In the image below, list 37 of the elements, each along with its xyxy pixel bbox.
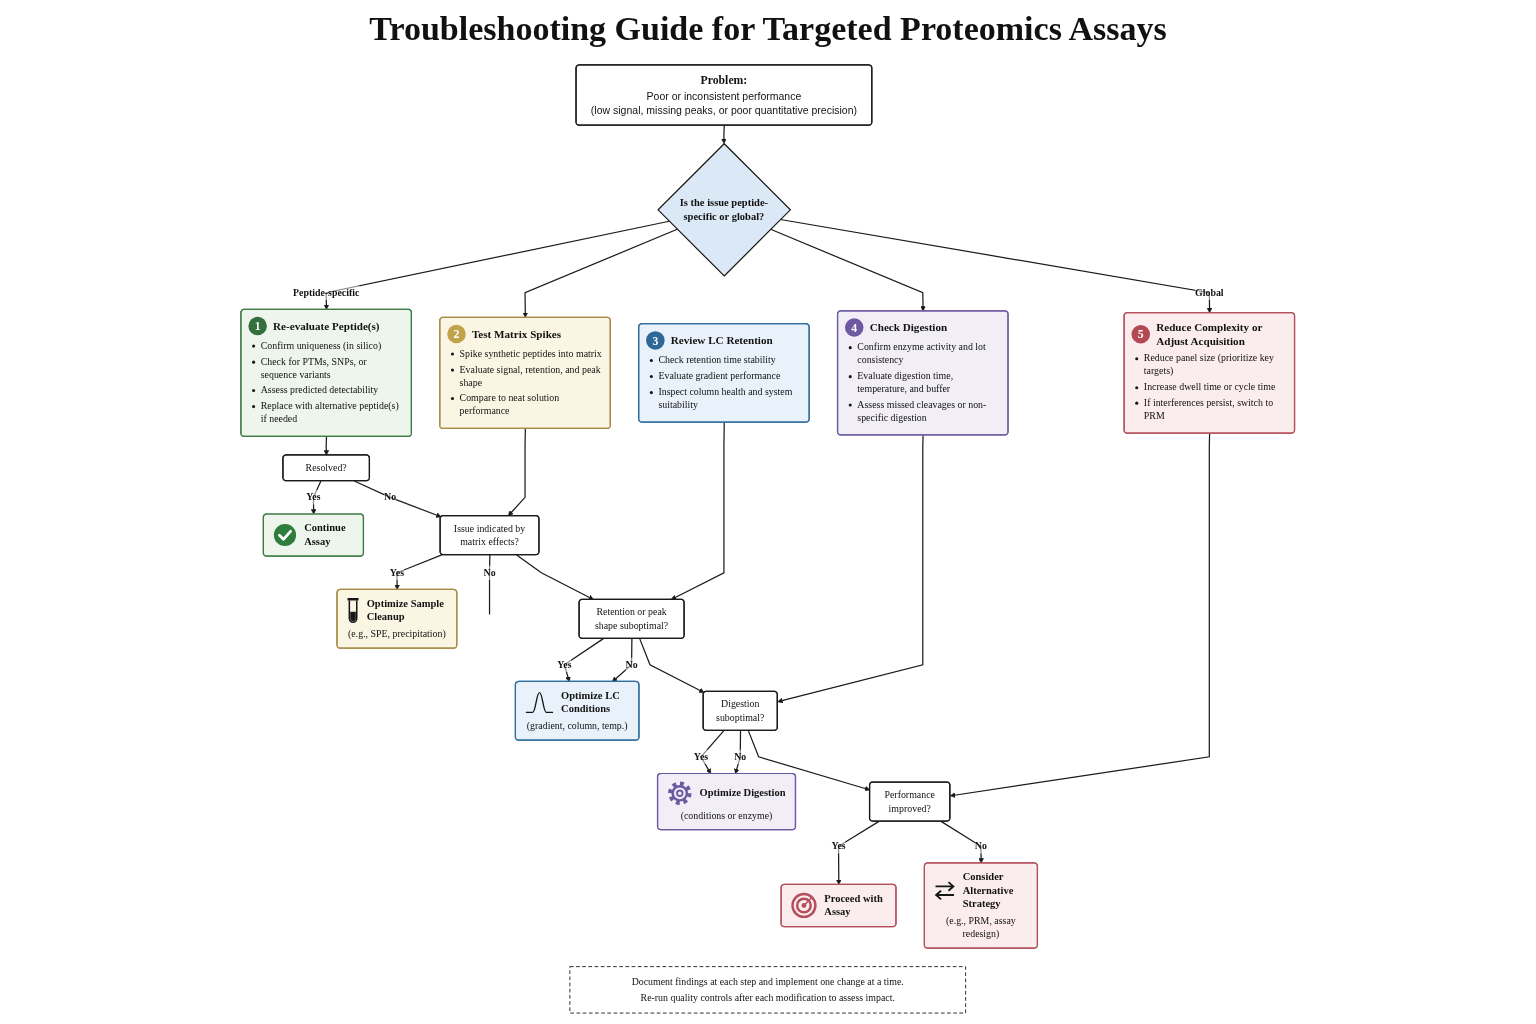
arrow xyxy=(323,436,330,456)
arrow xyxy=(508,428,527,517)
arrow xyxy=(394,554,444,591)
edge-label: Yes xyxy=(390,567,405,578)
arrow xyxy=(940,820,985,864)
arrow xyxy=(734,730,742,775)
diagram-title: Troubleshooting Guide for Targeted Proteomics Assays xyxy=(369,10,1167,48)
arrow xyxy=(721,124,727,144)
edge-label: No xyxy=(734,751,747,762)
arrow xyxy=(836,820,880,885)
edge-label: Yes xyxy=(694,751,709,762)
arrow xyxy=(950,432,1211,798)
arrow xyxy=(612,638,633,683)
edge-label: No xyxy=(975,840,988,852)
arrow xyxy=(353,480,442,518)
edge-label: Global xyxy=(1195,287,1224,298)
arrow xyxy=(770,228,926,312)
edge-label: Yes xyxy=(306,491,321,503)
arrow xyxy=(323,220,671,310)
edge-label: No xyxy=(625,659,638,670)
arrow xyxy=(700,730,725,775)
connector xyxy=(489,554,491,616)
edge-label: Yes xyxy=(831,840,846,852)
edge-label: Yes xyxy=(557,659,572,670)
arrow xyxy=(516,554,595,600)
arrow xyxy=(639,638,705,693)
arrow xyxy=(311,480,322,515)
arrow xyxy=(777,434,924,704)
node-diamond: Is the issue peptide-specific or global? xyxy=(657,142,792,277)
edge-label: Peptide-specific xyxy=(293,287,360,298)
node-box: Document findings at each step and implement one change at a time. Re-run quality controls after each modification to assess impact. xyxy=(569,966,967,1014)
arrow xyxy=(522,228,679,318)
arrow xyxy=(671,421,726,600)
edge-label: No xyxy=(384,491,397,503)
arrow xyxy=(563,638,605,683)
edge-label: No xyxy=(483,567,496,578)
arrow xyxy=(780,218,1213,314)
